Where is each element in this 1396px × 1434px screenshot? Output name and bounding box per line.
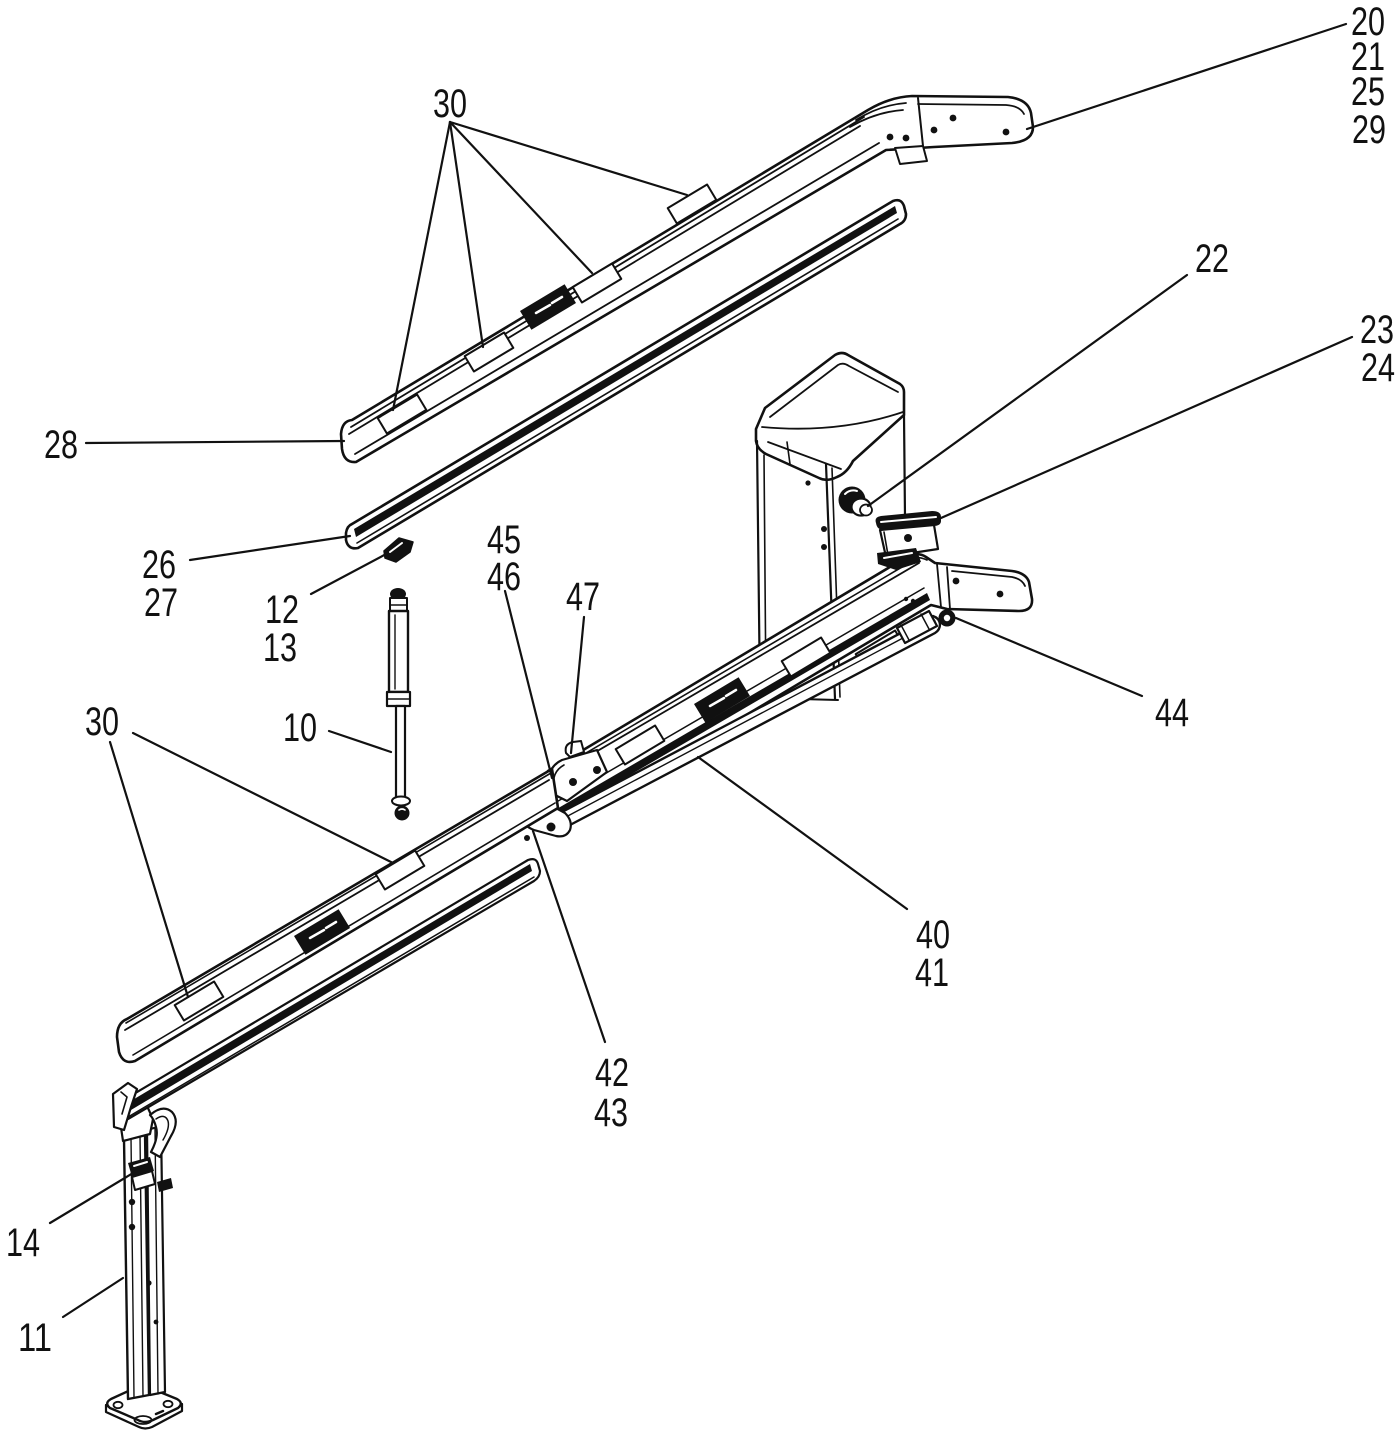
leader-10	[327, 729, 393, 754]
part-label-44: 44	[1155, 691, 1189, 735]
link-rod-40-41	[553, 609, 942, 829]
leader-26-27	[188, 534, 352, 562]
arm-clips-30-top	[376, 183, 718, 435]
clamp-bracket-23-24	[875, 511, 941, 570]
part-label-28: 28	[44, 423, 78, 467]
leader-lines	[48, 22, 1354, 1319]
part-label-21: 21	[1351, 35, 1385, 79]
arm-clips-30-lower	[173, 849, 426, 1022]
elbow-bracket-holes	[886, 114, 1010, 142]
part-label-13: 13	[263, 626, 297, 670]
part-label-10: 10	[283, 706, 317, 750]
part-label-14: 14	[6, 1221, 40, 1265]
post-horn	[148, 1107, 177, 1159]
elbow-knuckle	[894, 145, 928, 165]
part-label-23: 23	[1360, 308, 1394, 352]
leader-14	[48, 1165, 145, 1225]
part-label-26: 26	[142, 543, 176, 587]
part-label-40: 40	[916, 913, 950, 957]
leader-28	[84, 439, 346, 445]
top-arm	[339, 94, 1035, 464]
light-strip-lower	[117, 858, 542, 1121]
leader-20	[1025, 22, 1348, 131]
part-label-47: 47	[566, 575, 600, 619]
part-label-43: 43	[594, 1091, 628, 1135]
clip-12-13	[383, 537, 414, 563]
part-label-25: 25	[1351, 70, 1385, 114]
leader-30a-2	[448, 120, 485, 349]
part-label-45: 45	[487, 518, 521, 562]
part-label-30-top: 30	[433, 82, 467, 126]
part-label-20: 20	[1351, 0, 1385, 44]
part-label-42: 42	[595, 1051, 629, 1095]
part-label-22: 22	[1195, 237, 1229, 281]
leader-45-46	[503, 589, 554, 780]
leader-30a-1	[391, 120, 452, 412]
leader-11	[61, 1276, 125, 1319]
leader-44	[954, 616, 1144, 698]
post-11	[117, 1104, 167, 1401]
leader-22	[866, 273, 1189, 508]
callout-labels: 20 21 25 29 30 22 23 24 28 26 27 12 13 4…	[6, 0, 1395, 1360]
part-label-12: 12	[265, 588, 299, 632]
leader-12-13	[309, 551, 390, 596]
part-label-46: 46	[487, 555, 521, 599]
leader-30a-4	[448, 120, 689, 197]
arm-label-plate-marks	[534, 295, 564, 315]
gas-spring-10	[385, 588, 412, 821]
leader-42-43	[531, 829, 607, 1044]
housing-screws	[805, 480, 827, 550]
part-label-24: 24	[1361, 346, 1395, 390]
part-label-41: 41	[915, 951, 949, 995]
leader-30b-2	[131, 731, 395, 865]
part-label-30-left: 30	[85, 700, 119, 744]
drive-housing	[754, 351, 908, 701]
bolt-44	[938, 609, 956, 627]
arm-label-plate-marks	[308, 920, 338, 940]
leader-30a-3	[448, 120, 594, 275]
leader-47	[569, 615, 586, 755]
part-label-11: 11	[18, 1316, 52, 1360]
lower-arm	[115, 767, 560, 1064]
leader-40-41	[696, 755, 909, 911]
leader-30b-1	[108, 740, 190, 999]
part-label-27: 27	[144, 581, 178, 625]
strip-end-bracket	[111, 1081, 139, 1132]
post-holes	[128, 1198, 159, 1325]
arm-label-plate-marks	[708, 688, 738, 708]
part-label-29: 29	[1352, 108, 1386, 152]
light-strip-top	[344, 198, 908, 550]
shaft-hub-22	[838, 486, 873, 517]
leader-23-24	[939, 335, 1354, 520]
elbow-bracket-mid-holes	[903, 577, 1004, 604]
